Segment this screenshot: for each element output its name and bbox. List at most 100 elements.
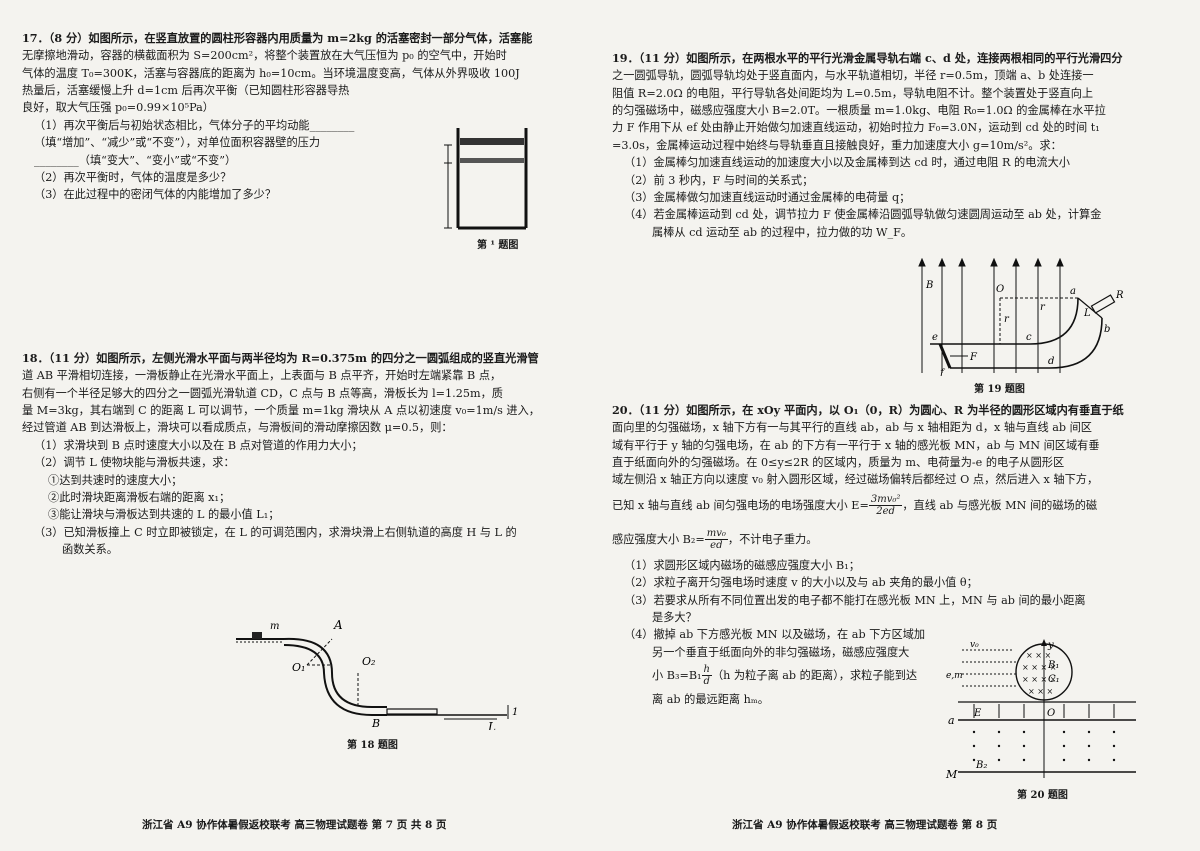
p19-question: （1）金属棒匀加速直线运动的加速度大小以及金属棒到达 cd 时，通过电阻 R 的… [624,156,1070,170]
formula-B2-den: ed [710,540,723,552]
p18-subquestion: ①达到共速时的速度大小； [48,473,183,487]
label-v0: v₀ [970,640,979,650]
figure-17-caption: 第 ¹ 题图 [477,240,519,251]
label-c: c [1026,332,1032,343]
p19-line: 的匀强磁场中，磁感应强度大小 B=2.0T。一根质量 m=1.0kg、电阻 R₀… [612,104,1106,118]
label-a: a [1070,286,1076,297]
p20-question: （4）撤掉 ab 下方感光板 MN 以及磁场，在 ab 下方区域加 [624,628,926,642]
p19-line: 力 F 作用下从 ef 处由静止开始做匀加速直线运动，初始时拉力 F₀=3.0N… [612,121,1100,135]
p17-line: 无摩擦地滑动，容器的横截面积为 S=200cm²，将整个装置放在大气压恒为 p₀… [22,49,507,63]
block-icon [252,632,262,639]
label-F: F [969,352,978,363]
p18-subquestion: ②此时滑块距离滑板右端的距离 x₁； [48,490,231,504]
p18-line: 道 AB 平滑相切连接，一滑板静止在光滑水平面上，上表面与 B 点平齐，开始时左… [22,369,502,383]
p20-text: ，不计电子重力。 [727,532,818,546]
p19-question: （4）若金属棒运动到 cd 处，调节拉力 F 使金属棒沿圆弧导轨做匀速圆周运动至… [624,208,1102,222]
p20-line: 离 ab 的最远距离 hₘ。 [652,692,769,706]
p17-question: （2）再次平衡时，气体的温度是多少？ [34,170,232,184]
p20-text: （h 为粒子离 ab 的距离），求粒子能到达 [711,668,918,682]
svg-text:× × ×: × × × [1028,687,1053,696]
label-r1: r [1004,314,1010,325]
figure-18-caption: 第 18 题图 [347,740,398,751]
figure-17-cylinder [444,128,528,230]
p18-line: 经过管道 AB 到达滑板上，滑块可以看成质点，与滑板间的滑动摩擦因数 μ=0.5… [22,421,453,435]
p19-line: 之一圆弧导轨，圆弧导轨均处于竖直面内，与水平轨道相切，半径 r=0.5m，顶端 … [612,69,1094,83]
p20-line: 直于纸面向外的匀强磁场。在 0≤y≤2R 的区域内，质量为 m、电荷量为-e 的… [612,456,1065,470]
problem-19: 19．（11 分）如图所示，在两根水平的平行光滑金属导轨右端 c、d 处，连接两… [612,50,1177,241]
formula-B3-den: d [703,676,710,688]
p17-question: （填“增加”、“减少”或“不变”），对单位面积容器壁的压力 [34,136,321,150]
label-B1: B₁ [1047,660,1059,671]
p20-line: 20．（11 分）如图所示，在 xOy 平面内，以 O₁（0，R）为圆心、R 为… [612,403,1124,417]
label-E: E [973,708,982,719]
svg-text:× × × ×: × × × × [1022,675,1056,684]
p19-question: （2）前 3 秒内，F 与时间的关系式； [624,173,814,187]
label-O: O [1047,708,1055,719]
label-y: y [1047,640,1054,651]
p18-question: （2）调节 L 使物块能与滑板共速，求： [34,456,235,470]
p17-line: 气体的温度 T₀=300K，活塞与容器底的距离为 h₀=10cm。当环境温度变高… [22,66,520,80]
p20-text: 已知 x 轴与直线 ab 间匀强电场的电场强度大小 E= [612,498,869,512]
label-L: L [487,720,496,730]
p20-text: ，直线 ab 与感光板 MN 间的磁场的磁 [902,498,1098,512]
p18-line: 量 M=3kg，其右端到 C 的距离 L 可以调节，一个质量 m=1kg 滑块从… [22,404,540,418]
label-O1: O₁ [292,661,305,674]
p20-question: （3）若要求从所有不同位置出发的电子都不能打在感光板 MN 上，MN 与 ab … [624,593,1086,607]
figure-20-caption: 第 20 题图 [1017,790,1068,801]
label-1: 1 [512,707,518,718]
p18-question: （1）求滑块到 B 点时速度大小以及在 B 点对管道的作用力大小； [34,438,363,452]
p20-question: （1）求圆形区域内磁场的磁感应强度大小 B₁； [624,558,860,572]
svg-text:× × ×: × × × [1026,651,1051,660]
formula-B2-num: mv₀ [704,528,728,541]
p20-line: 域左侧沿 x 轴正方向以速度 v₀ 射入圆形区域，经过磁场偏转后都经过 O 点，… [612,473,1099,487]
p19-question: 属棒从 cd 运动至 ab 的过程中，拉力做的功 W_F。 [652,225,913,239]
p17-question: （3）在此过程中的密闭气体的内能增加了多少？ [34,188,277,202]
p17-line: 良好，取大气压强 p₀=0.99×10⁵Pa） [22,101,214,115]
p18-line: 18．（11 分）如图所示，左侧光滑水平面与两半径均为 R=0.375m 的四分… [22,351,539,365]
formula-E-den: 2ed [876,506,895,518]
p20-line: 面向里的匀强磁场，x 轴下方有一与其平行的直线 ab，ab 与 x 轴相距为 d… [612,421,1092,435]
formula-B3-num: h [701,664,712,677]
p18-subquestion: ③能让滑块与滑板达到共速的 L 的最小值 L₁； [48,508,280,522]
p20-text: 小 B₃=B₁ [652,668,702,682]
p19-line: 19．（11 分）如图所示，在两根水平的平行光滑金属导轨右端 c、d 处，连接两… [612,51,1123,65]
p19-line: =3.0s，金属棒运动过程中始终与导轨垂直且接触良好，重力加速度大小 g=10m… [612,138,1062,152]
p18-line: 右侧有一个半径足够大的四分之一圆弧光滑轨道 CD，C 点与 B 点等高，滑板长为… [22,386,503,400]
label-B: B [925,280,933,291]
label-O2: O₂ [362,655,375,668]
svg-text:× × × ×: × × × × [1022,663,1056,672]
label-O: O [996,284,1004,295]
label-R: R [1115,290,1124,301]
label-e: e [932,332,938,343]
problem-20: 20．（11 分）如图所示，在 xOy 平面内，以 O₁（0，R）为圆心、R 为… [612,402,1177,708]
p20-text: 感应强度大小 B₂= [612,532,705,546]
label-b: b [1104,324,1110,335]
page-7: 17．（8 分）如图所示，在竖直放置的圆柱形容器内用质量为 m=2kg 的活塞密… [22,30,582,833]
label-B: B [371,717,380,730]
p17-question: （1）再次平衡后与初始状态相比，气体分子的平均动能________ [34,118,355,132]
figure-19-rails: B O a b c d e f r r F L R [918,258,1124,376]
p19-line: 阻值 R=2.0Ω 的电阻，平行导轨各处间距均为 L=0.5m，导轨电阻不计。整… [612,86,1094,100]
page-8: 19．（11 分）如图所示，在两根水平的平行光滑金属导轨右端 c、d 处，连接两… [612,30,1177,833]
label-A: A [333,618,343,632]
label-em: e,m [946,671,963,681]
label-r2: r [1040,302,1046,313]
p17-line: 17．（8 分）如图所示，在竖直放置的圆柱形容器内用质量为 m=2kg 的活塞密… [22,31,533,45]
figure-18-track: m A O₁ O₂ B L 1 [236,618,518,730]
p20-question: 另一个垂直于纸面向外的非匀强磁场，磁感应强度大 [652,645,910,659]
label-C1: C₁ [1048,674,1060,685]
label-a: a [948,714,955,727]
formula-E-num: 3mv₀² [868,494,903,507]
p17-line: 热量后，活塞缓慢上升 d=1cm 后再次平衡（已知圆柱形容器导热 [22,84,350,98]
label-block: m [270,621,279,632]
label-f: f [939,368,946,376]
p20-question: （2）求粒子离开匀强电场时速度 v 的大小以及与 ab 夹角的最小值 θ； [624,576,978,590]
problem-18: 18．（11 分）如图所示，左侧光滑水平面与两半径均为 R=0.375m 的四分… [22,350,582,558]
label-d: d [1048,356,1054,367]
p18-question: （3）已知滑板撞上 C 时立即被锁定，在 L 的可调范围内，求滑块滑上右侧轨道的… [34,525,517,539]
p18-question: 函数关系。 [62,542,118,556]
